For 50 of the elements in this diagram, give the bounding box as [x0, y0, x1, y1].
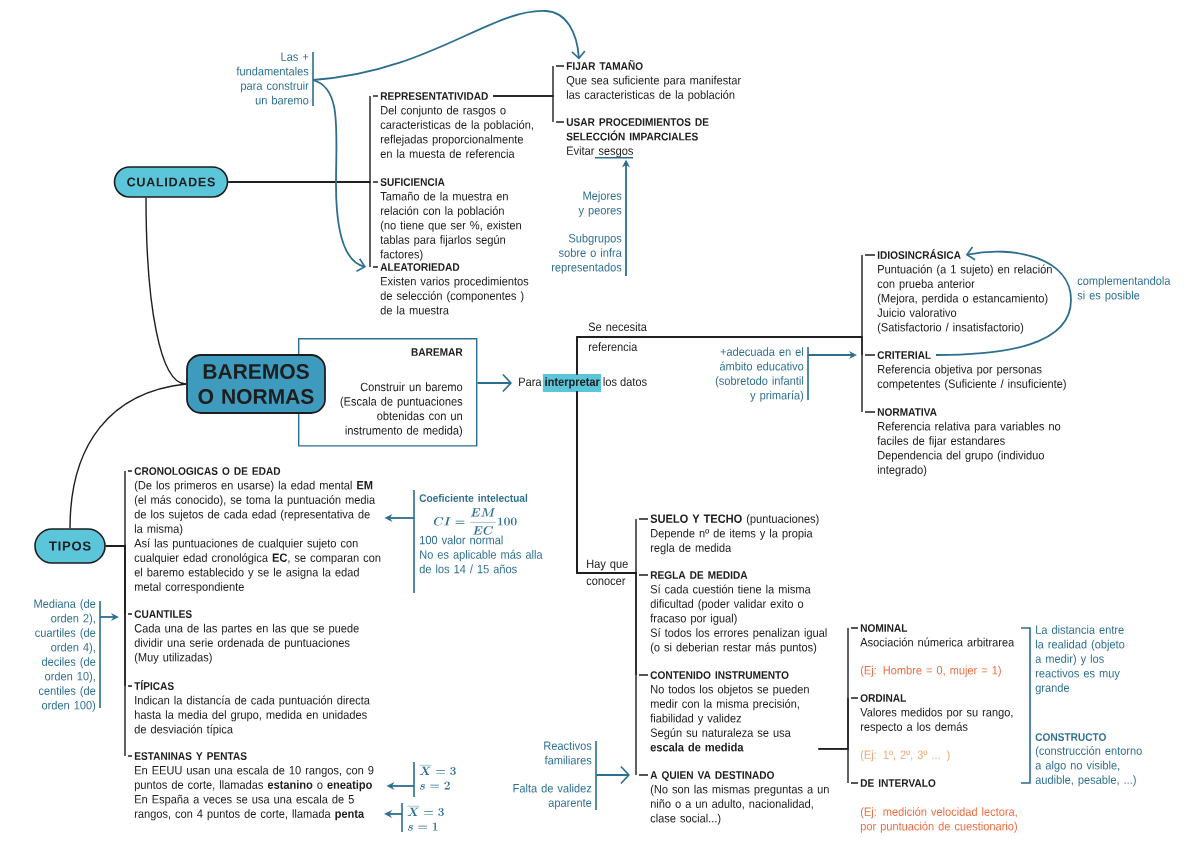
- list-item: ORDINAL Valores medidos por su rango, respecto a los demás (Ej: 1º, 2º, 3º ... ): [860, 694, 1013, 762]
- category-pill: TIPOS: [34, 528, 106, 564]
- side-note: Las + fundamentales para construir un baremo: [236, 51, 314, 107]
- branch-connector: [576, 336, 876, 413]
- side-note: Coeficiente intelectual $CI = \frac{EM}{EC}100$ 100 valor normal No es aplicable más alla de los 14 / 15 años: [413, 489, 543, 594]
- list-item: TÍPICAS Indican la distancía de cada puntuación directa hasta la media del grupo, medida en unidades de desviación típica: [134, 680, 370, 736]
- side-note: $\overline{X} = 3$ $s = 2$: [413, 761, 456, 798]
- branch-connector: [817, 748, 859, 784]
- list-item: CUANTILES Cada una de las partes en las que se puede dividir una serie ordenada de puntuaciones (Muy utilizadas): [134, 610, 359, 664]
- list-item: USAR PROCEDIMIENTOS DE SELECCIÓN IMPARCIALES Evitar sesgos: [566, 118, 709, 158]
- edge-label: Hay que conocer: [586, 559, 628, 585]
- curved-arrow: [935, 246, 1072, 356]
- side-note: Reactivos familiares Falta de validez aparente: [513, 740, 597, 811]
- edge-label: Se necesita referencia: [588, 322, 647, 352]
- side-note: +adecuada en el ámbito educativo (sobretodo infantil y primaría): [715, 346, 809, 402]
- side-note: $\overline{X} = 3$ $s = 1$: [401, 802, 444, 833]
- side-note: (construcción entorno a algo no visible, audible, pesable, ...): [1035, 746, 1142, 787]
- list-item: SUFICIENCIA Tamaño de la muestra en relación con la población (no tiene que ser %, existen tablas para fijarlos según factores): [380, 178, 521, 261]
- topic-box: BAREMOS O NORMAS: [186, 354, 326, 414]
- arrow: [476, 373, 512, 393]
- list-item: CONTENIDO INSTRUMENTO No todos los objetos se pueden medir con la misma precisión, fiabilidad y validez Según su naturaleza se usa escala de medida: [650, 671, 809, 752]
- highlighted-phrase: Para interpretar los datos: [519, 374, 647, 392]
- list-item: NORMATIVA Referencia relativa para variables no faciles de fijar estandares Dependencia del grupo (individuo integrado): [877, 408, 1061, 477]
- list-item: ESTANINAS Y PENTAS En EEUU usan una escala de 10 rangos, con 9 puntos de corte, llamadas estanino o eneatipo En España a veces se usa una escala de 5 rangos, con 4 puntos de corte, llamada penta: [134, 752, 374, 821]
- branch-connector: [576, 390, 649, 776]
- category-pill: CUALIDADES: [113, 166, 229, 198]
- list-item: IDIOSINCRÁSICA Puntuación (a 1 sujeto) en relación con prueba anterior (Mejora, perdida o estancamiento) Juicio valorativo (Satisfactorio / insatisfactorio): [877, 249, 1052, 334]
- list-item: FIJAR TAMAÑO Que sea suficiente para manifestar las caracteristicas de la población: [566, 60, 741, 102]
- side-note: La distancia entre la realidad (objeto a medir) y los reactivos es muy grande: [1035, 625, 1125, 695]
- curved-connector: [145, 197, 187, 385]
- branch-connector: [227, 181, 379, 268]
- list-item: REGLA DE MEDIDA Sí cada cuestión tiene la misma dificultad (poder validar exito o fracaso por igual) Sí todos los errores penalizan igual (o si deberian restar más puntos): [650, 571, 827, 654]
- arrow: [595, 765, 630, 785]
- branch-connector: [492, 95, 565, 123]
- list-item: CRITERIAL Referencia objetiva por personas competentes (Suficiente / insuficiente): [877, 351, 1066, 391]
- list-item: A QUIEN VA DESTINADO (No son las mismas preguntas a un niño o a un adulto, nacionalidad, clase social...): [650, 771, 829, 825]
- side-note: Mediana (de orden 2), cuartiles (de orden 4), deciles (de orden 10), centiles (de orden 100): [34, 599, 101, 712]
- curved-arrow: [312, 79, 366, 273]
- edge-label: complementandola si es posible: [1077, 276, 1171, 302]
- list-item: ALEATORIEDAD Existen varios procedimientos de selección (componentes ) de la muestra: [380, 263, 529, 315]
- curved-arrow: [312, 10, 586, 81]
- list-item: SUELO Y TECHO (puntuaciones) Depende nº de items y la propia regla de medida: [650, 514, 819, 555]
- branch-connector: [105, 545, 133, 757]
- note-heading: CONSTRUCTO: [1035, 733, 1106, 741]
- list-item: CRONOLOGICAS O DE EDAD (De los primeros en usarse) la edad mental EM (el más conocido), se toma la puntuación media de los sujetos de cada edad (representativa de la misma) Así las puntuaciones de cualquier sujeto con cualquier edad cronológica EC, se comparan con el baremo establecido y se le asigna la edad metal correspondiente: [134, 467, 381, 594]
- list-item: REPRESENTATIVIDAD Del conjunto de rasgos o caracteristicas de la población, reflejadas proporcionalmente en la muesta de referencia: [380, 92, 533, 158]
- curved-connector: [69, 383, 187, 529]
- list-item: NOMINAL Asociación númerica arbitrarea (Ej: Hombre = 0, mujer = 1): [860, 624, 1015, 677]
- list-item: DE INTERVALO (Ej: medición velocidad lectora, por puntuación de cuestionario): [860, 779, 1017, 833]
- side-note: Mejores y peores Subgrupos sobre o infra representados: [551, 191, 622, 274]
